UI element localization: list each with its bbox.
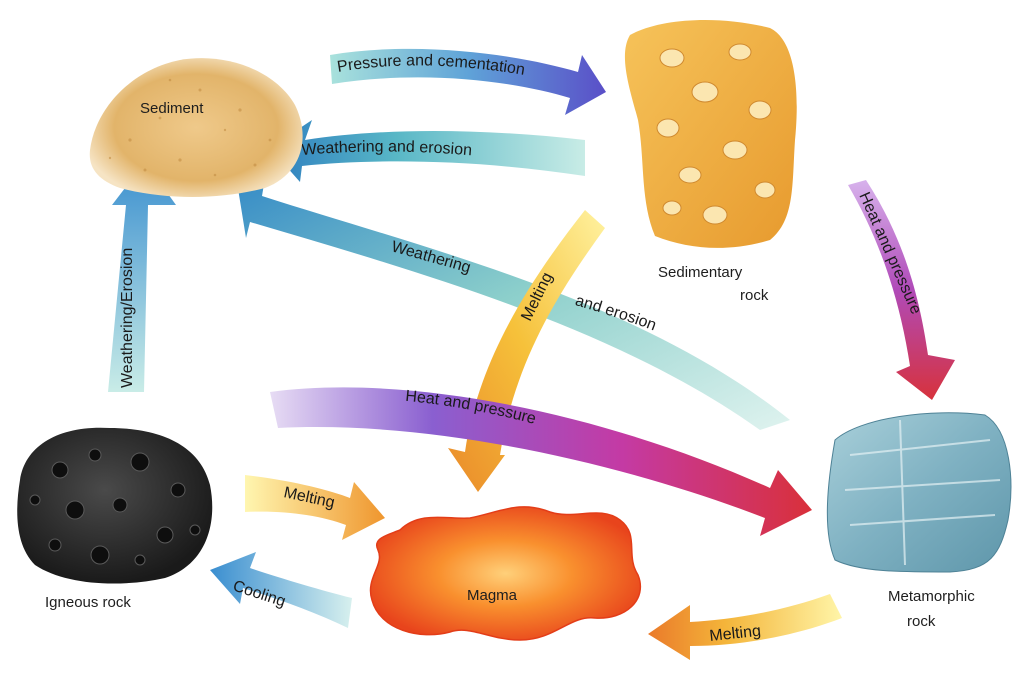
igneous-rock-label: Igneous rock <box>45 594 131 611</box>
weathering-erosion-left-label: Weathering/Erosion <box>119 248 136 388</box>
sedimentary-rock-label-2: rock <box>740 287 769 304</box>
metamorphic-rock <box>827 413 1011 572</box>
sedimentary-rock <box>625 20 797 248</box>
sediment-pile <box>90 58 303 197</box>
metamorphic-rock-label-2: rock <box>907 613 936 630</box>
sedimentary-rock-label-1: Sedimentary <box>658 264 743 281</box>
metamorphic-rock-label-1: Metamorphic <box>888 588 975 605</box>
sediment-label: Sediment <box>140 100 204 117</box>
heat-pressure-right-label: Heat and pressure <box>855 190 924 317</box>
igneous-rock <box>17 428 212 584</box>
magma-blob <box>370 507 640 640</box>
magma-label: Magma <box>467 587 518 604</box>
